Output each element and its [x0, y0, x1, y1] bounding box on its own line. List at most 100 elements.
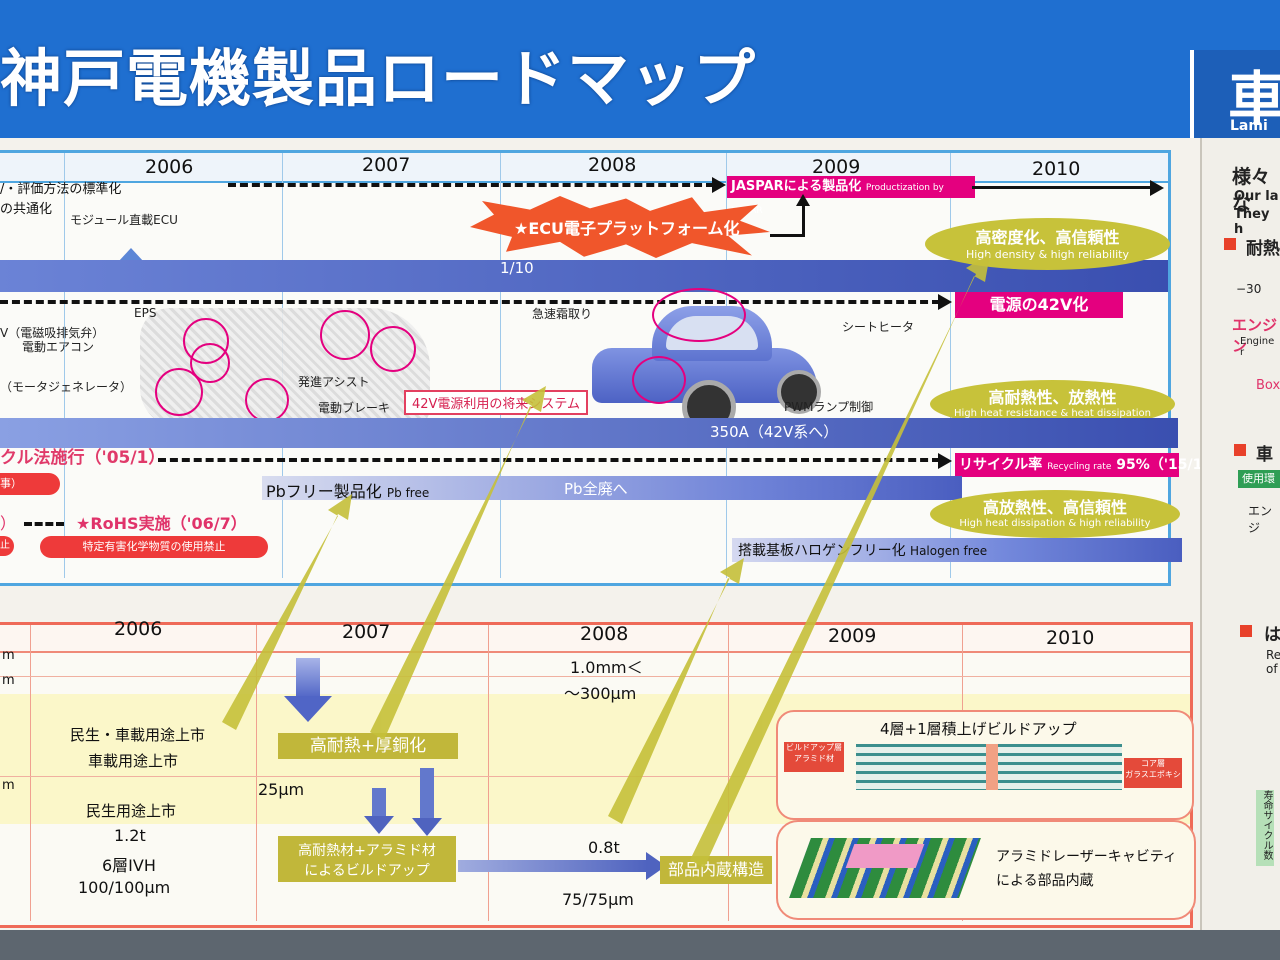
dashed-line-rohs	[24, 522, 64, 526]
pb-free-label: Pbフリー製品化	[266, 482, 382, 501]
bottom-year-2008: 2008	[580, 623, 629, 645]
heat-res-en: High heat resistance & heat dissipation	[954, 408, 1151, 419]
bar-1-label: 1/10	[500, 259, 534, 277]
bottom-year-2007: 2007	[342, 621, 391, 643]
rp-heading-3: は	[1264, 625, 1280, 645]
trend-arrows	[222, 254, 990, 868]
rp-life-cycles: 寿命サイクル数	[1256, 790, 1274, 866]
rp-heading-1: 耐熱	[1246, 239, 1280, 259]
pb-free-bar	[262, 476, 962, 500]
defrost-circle	[652, 288, 746, 342]
halogen-box: 搭載基板ハロゲンフリー化 Halogen free	[738, 540, 987, 560]
arrow-head-icon	[796, 194, 810, 206]
recycle-rate-value: 95%（'15/1）	[1116, 457, 1217, 473]
aramid-buildup-box: 高耐熱材+アラミド材 によるビルドアップ	[278, 836, 456, 882]
motor-gen-label: （モータジェネレータ）	[0, 380, 133, 394]
roadmap-board: 2006 2007 2008 2009 2010 /・評価方法の標準化 の共通化…	[0, 138, 1216, 930]
top-year-2006: 2006	[145, 156, 194, 178]
pb-abolish-label: Pb全廃へ	[564, 480, 628, 498]
defrost-label: 急速霜取り	[532, 307, 593, 321]
page-title: 神戸電機製品ロードマップ	[0, 42, 757, 115]
bar-350a-label: 350A（42V系へ）	[710, 423, 839, 441]
up-arrow-icon	[118, 248, 144, 262]
aramid-line-2: によるビルドアップ	[304, 863, 430, 879]
pill-3: 止	[0, 536, 14, 556]
bottom-year-2009: 2009	[828, 625, 877, 647]
standardization-text: /・評価方法の標準化	[0, 182, 122, 197]
ac-label: 電動エアコン	[22, 340, 95, 354]
bottom-year-2010: 2010	[1046, 627, 1095, 649]
pb-free-en: Pb free	[386, 486, 430, 500]
rp-tab: 使用環	[1238, 470, 1280, 488]
down-arrow-stem-2	[372, 788, 386, 818]
recycle-rate-en: Recycling rate	[1047, 462, 1112, 472]
top-year-2009: 2009	[812, 156, 861, 178]
row-label-1: m	[2, 648, 15, 663]
heat-diss-jp: 高放熱性、高信頼性	[982, 498, 1127, 517]
ecu-connector-h	[770, 234, 804, 237]
pb-free-box: Pbフリー製品化 Pb free	[266, 478, 429, 502]
laser-line-1: アラミドレーザーキャビティ	[996, 849, 1177, 865]
down-arrow-stem	[296, 658, 320, 698]
right-arrow-stem	[458, 860, 648, 872]
thickness-25um: 25μm	[258, 780, 305, 799]
rp-text-1: 様々な	[1232, 166, 1271, 215]
down-arrow-icon	[364, 816, 394, 834]
recycle-rate-label: リサイクル率	[959, 457, 1043, 473]
rp-re: Re	[1266, 648, 1280, 662]
spec-1mm: 1.0mm＜	[570, 658, 643, 677]
line-75-75: 75/75μm	[562, 890, 634, 909]
rp-bullet-2	[1234, 444, 1246, 456]
right-subtitle: Lami	[1230, 118, 1268, 134]
seat-heater-label: シートヒータ	[842, 320, 915, 334]
dashed-line-jaspar	[228, 183, 714, 187]
row-label-3: m	[2, 778, 15, 793]
ac-circle	[190, 343, 230, 383]
arrow-head-icon	[938, 294, 952, 310]
rp-engine-2: エンジ	[1248, 504, 1273, 535]
rp-bullet-1	[1224, 238, 1236, 250]
top-year-2010: 2010	[1032, 158, 1081, 180]
halogen-label: 搭載基板ハロゲンフリー化	[738, 543, 906, 559]
power-42v-box: 電源の42V化	[955, 292, 1123, 318]
rp-text-3: They h	[1234, 207, 1270, 237]
halogen-en: Halogen free	[910, 544, 988, 558]
buildup-layer-tag: ビルドアップ層 アラミド材	[784, 742, 844, 772]
hd-oval-en: High density & high reliability	[965, 248, 1130, 261]
laser-line-2: による部品内蔵	[996, 873, 1094, 889]
bottom-year-2006: 2006	[114, 618, 163, 640]
ecu-connector-v	[802, 202, 805, 237]
recycle-law-text: クル法施行（'05/1）	[0, 448, 166, 468]
civil-launch: 民生用途上市	[86, 802, 177, 820]
jaspar-label: JASPARによる製品化	[731, 179, 862, 194]
heat-diss-oval: 高放熱性、高信頼性 High heat dissipation & high r…	[930, 490, 1180, 538]
via-column	[986, 744, 998, 790]
valve-label: V（電磁吸排気弁）	[0, 326, 105, 340]
rp-value-minus30: −30	[1236, 282, 1262, 296]
ecu-burst-text: ★ECU電子プラットフォーム化	[514, 219, 740, 238]
thickness-12t: 1.2t	[114, 826, 146, 845]
recycle-rate-box: リサイクル率 Recycling rate 95%（'15/1）	[955, 453, 1216, 477]
rohs-note: 特定有害化学物質の使用禁止	[40, 536, 268, 558]
heat-diss-en: High heat dissipation & high reliability	[959, 518, 1151, 529]
aramid-line-1: 高耐熱材+アラミド材	[298, 843, 436, 859]
header-band	[0, 0, 1280, 140]
pwm-lamp-label: PWMランプ制御	[784, 400, 874, 414]
down-arrow-icon	[284, 696, 332, 722]
olive-arrow-3	[608, 558, 744, 824]
hd-oval-jp: 高密度化、高信頼性	[975, 228, 1120, 247]
spec-300um: ～300μm	[564, 684, 637, 703]
brake-circle-1	[370, 326, 416, 372]
eps-label: EPS	[134, 306, 157, 320]
rp-text-2: Our la	[1234, 189, 1279, 204]
bottom-year-row	[0, 625, 1190, 653]
dashed-line-42v	[0, 300, 940, 304]
assist-label: 発進アシスト	[298, 375, 370, 389]
buildup-title: 4層+1層積上げビルドアップ	[880, 720, 1077, 738]
arrow-head-icon	[712, 177, 726, 193]
right-title: 車	[1228, 65, 1280, 133]
dashed-line-recycle	[158, 458, 940, 462]
line-100-100: 100/100μm	[78, 878, 171, 897]
pill-1: 事）	[0, 473, 60, 495]
